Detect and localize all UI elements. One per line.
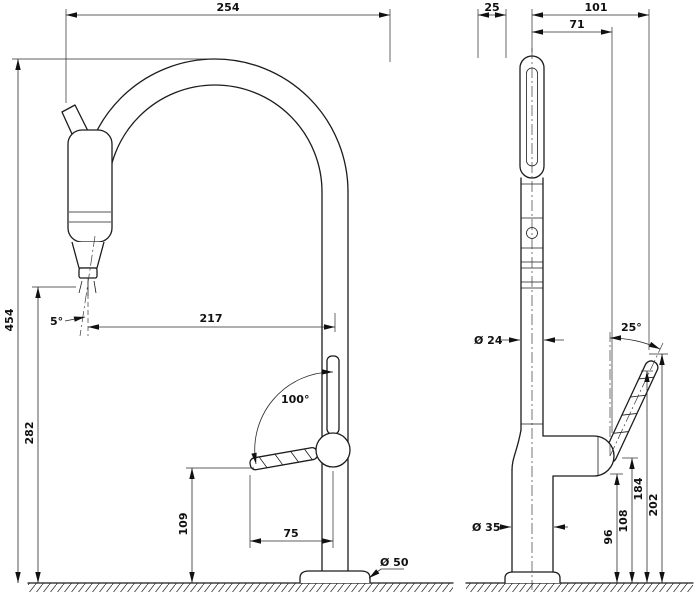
- water-stream: [93, 280, 97, 294]
- side-top-depth-label: 101: [585, 1, 608, 14]
- spout-arch-outer: [81, 58, 349, 193]
- dim-handle-swing-angle: 100°: [251, 369, 334, 465]
- front-spray-angle-label: 5°: [50, 315, 63, 328]
- dim-housing-top-height: 108: [617, 457, 638, 583]
- front-overall-height-label: 454: [3, 308, 16, 331]
- side-housing-top-height-label: 108: [617, 510, 630, 533]
- handle-lever-down: [249, 447, 319, 471]
- side-housing-bottom-height-label: 96: [602, 529, 615, 545]
- side-base-flange: [504, 571, 561, 583]
- side-handle-offset-label: 71: [569, 18, 584, 31]
- lever-axis-centerline: [609, 342, 664, 457]
- side-handle-tip-height-label: 202: [647, 494, 660, 517]
- dim-spout-reach: 217: [88, 312, 336, 332]
- side-handle-angle-label: 25°: [621, 321, 642, 334]
- dim-spout-height: 282: [23, 286, 76, 583]
- side-view: 25 101 71 Ø 24 25° 202: [472, 1, 668, 590]
- front-view: 254 454 282 5° 217 100° 109: [3, 1, 409, 583]
- dim-handle-reach: 75: [249, 471, 334, 548]
- dim-handle-clearance: 109: [177, 467, 254, 583]
- handle-pivot: [315, 432, 351, 468]
- front-spout-reach-label: 217: [200, 312, 223, 325]
- dim-handle-tilt-angle: 25°: [609, 321, 661, 350]
- spray-head-taper: [71, 241, 105, 269]
- front-handle-clearance-label: 109: [177, 513, 190, 536]
- front-base-flange: [299, 570, 371, 583]
- front-handle-reach-label: 75: [283, 527, 298, 540]
- spray-nozzle: [78, 267, 98, 279]
- dim-housing-bottom-height: 96: [602, 473, 623, 583]
- front-spout-height-label: 282: [23, 422, 36, 445]
- spray-head-body: [67, 129, 113, 243]
- side-handle-base-height-label: 184: [632, 477, 645, 500]
- side-view-outline: [504, 48, 664, 590]
- spray-head: [61, 104, 113, 296]
- dim-handle-offset: 71: [532, 18, 613, 433]
- dim-overall-height: 454: [3, 58, 210, 583]
- front-handle-angle-label: 100°: [281, 393, 309, 406]
- water-stream: [78, 280, 83, 294]
- dim-handle-base-height: 184: [632, 370, 653, 583]
- dim-spray-tilt-angle: 5°: [50, 315, 86, 328]
- dim-head-offset: 25: [477, 1, 507, 58]
- dim-handle-tip-height: 202: [647, 353, 668, 583]
- dim-overall-depth: 254: [65, 1, 391, 103]
- side-base-shoulder: [511, 429, 522, 471]
- ground-line: [27, 582, 694, 592]
- dim-body-diameter: Ø 24: [474, 334, 564, 347]
- dim-front-base-diameter: Ø 50: [368, 556, 409, 579]
- side-body-diameter-label: Ø 24: [474, 334, 503, 347]
- dim-side-base-diameter: Ø 35: [472, 521, 568, 534]
- handle-lever-up: [326, 355, 340, 435]
- side-head-offset-label: 25: [484, 1, 499, 14]
- spout-arch-inner: [107, 84, 323, 193]
- front-overall-depth-label: 254: [217, 1, 240, 14]
- handle-housing: [543, 435, 615, 477]
- dim-top-depth: 101: [531, 1, 650, 350]
- side-base-diameter-label: Ø 35: [472, 521, 501, 534]
- front-base-diameter-label: Ø 50: [380, 556, 409, 569]
